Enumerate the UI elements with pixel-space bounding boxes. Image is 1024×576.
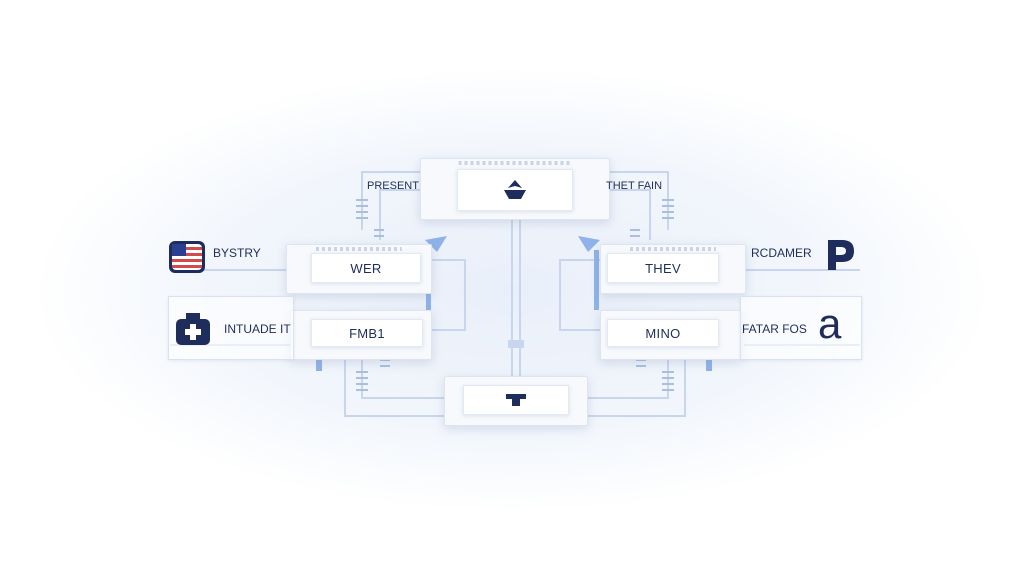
left-card-2: FMB1 — [290, 310, 432, 360]
bottom-node-card — [444, 376, 588, 426]
right-letter-a: a — [818, 300, 842, 347]
medical-bag-icon — [176, 313, 210, 345]
left-row-1-label: BYSTRY — [213, 246, 261, 260]
right-card-1-dots — [629, 247, 717, 251]
top-right-label: THET FAIN — [606, 180, 663, 192]
top-node-dots — [458, 161, 572, 165]
right-card-1-label: THEV — [607, 253, 719, 283]
top-left-label: PRESENT — [367, 180, 419, 192]
dispenser-icon — [506, 394, 526, 406]
left-card-2-label: FMB1 — [311, 319, 423, 347]
top-node-inner — [457, 169, 573, 211]
p-logo-icon — [828, 240, 854, 270]
left-card-1-label: WER — [311, 253, 421, 283]
right-row-2-label: FATAR FOS — [742, 322, 807, 336]
top-node-card — [420, 158, 610, 220]
left-card-1-dots — [315, 247, 403, 251]
ship-icon — [504, 180, 526, 199]
right-card-2-label: MINO — [607, 319, 719, 347]
right-card-1: THEV — [600, 244, 746, 294]
right-row-2-box — [740, 296, 862, 360]
bottom-node-inner — [463, 385, 569, 415]
left-row-2-label: INTUADE IT — [224, 322, 291, 336]
left-card-1: WER — [286, 244, 432, 294]
us-flag-icon — [169, 241, 205, 273]
right-row-1-label: RCDAMER — [751, 246, 812, 260]
right-card-2: MINO — [600, 310, 742, 360]
